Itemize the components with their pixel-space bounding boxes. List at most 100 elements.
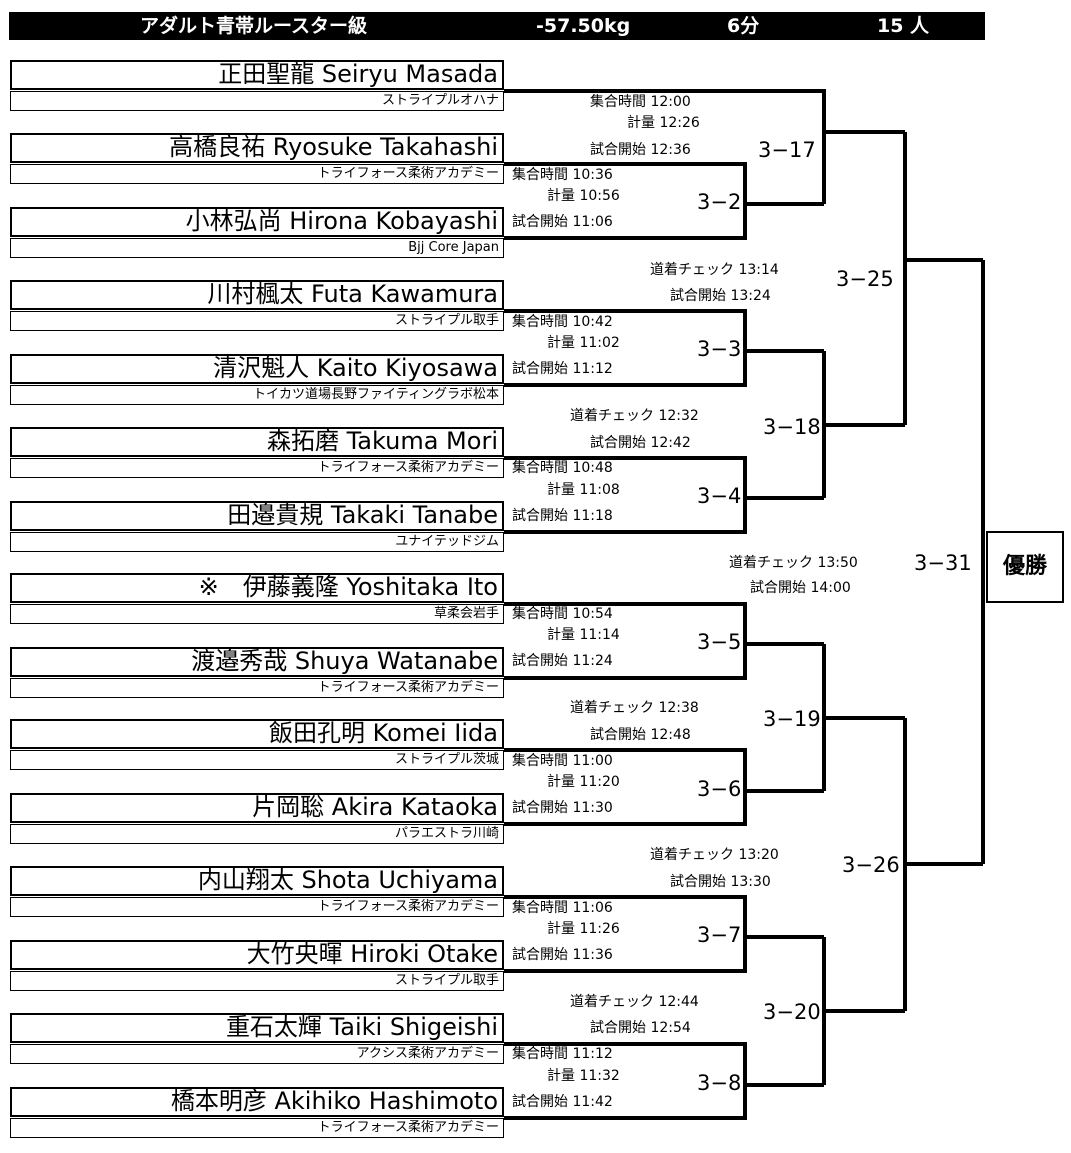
bout-label: 3−31 [914,551,972,575]
competitor-name-box: 内山翔太 Shota Uchiyama [10,866,504,896]
schedule-time: 計量 11:32 [547,1068,620,1084]
schedule-time: 試合開始 12:42 [590,435,691,451]
competitor-name-box: 川村楓太 Futa Kawamura [10,280,504,310]
schedule-time: 試合開始 12:36 [590,142,691,158]
bout-label: 3−7 [697,923,742,947]
schedule-time: 集合時間 10:48 [512,460,613,476]
bracket-line [504,456,747,534]
schedule-time: 道着チェック 13:14 [650,262,779,278]
division-title: アダルト青帯ルースター級 [140,15,368,37]
competitor-name-box: 清沢魁人 Kaito Kiyosawa [10,354,504,384]
competitor-name: 大竹央暉 Hiroki Otake [246,940,498,968]
competitor-team-box: トイカツ道場長野ファイティングラボ松本 [10,385,504,405]
bout-label: 3−3 [697,337,742,361]
competitor-team: トライフォース柔術アカデミー [317,460,499,475]
competitor-team: パラエストラ川崎 [394,826,499,841]
competitor-name-box: 小林弘尚 Hirona Kobayashi [10,207,504,237]
bout-label: 3−18 [763,415,821,439]
header-bar [9,12,985,40]
weight-limit: -57.50kg [536,15,631,37]
competitor-team: ストライプル茨城 [394,752,499,767]
schedule-time: 計量 11:08 [547,482,620,498]
schedule-time: 集合時間 11:00 [512,753,613,769]
competitor-team-box: 草柔会岩手 [10,604,504,624]
competitor-name: 清沢魁人 Kaito Kiyosawa [213,354,498,382]
competitor-team: トイカツ道場長野ファイティングラボ松本 [253,387,499,402]
competitor-team-box: ユナイテッドジム [10,532,504,552]
bout-label: 3−26 [842,853,900,877]
competitor-team-box: トライフォース柔術アカデミー [10,897,504,917]
competitor-name-box: 高橋良祐 Ryosuke Takahashi [10,133,504,163]
schedule-time: 試合開始 11:30 [512,800,613,816]
champion-box: 優勝 [986,531,1064,603]
schedule-time: 計量 11:26 [547,921,620,937]
bracket-line [504,895,747,973]
competitor-team: 草柔会岩手 [433,606,499,621]
competitor-team: トライフォース柔術アカデミー [317,680,499,695]
competitor-team: トライフォース柔術アカデミー [317,1120,499,1135]
competitor-team-box: ストライプル茨城 [10,750,504,770]
bout-label: 3−17 [758,138,816,162]
bracket-line [504,162,747,240]
competitor-name: 小林弘尚 Hirona Kobayashi [185,207,498,235]
schedule-time: 試合開始 14:00 [750,580,851,596]
competitor-name: 田邉貴規 Takaki Tanabe [227,501,498,529]
match-duration: 6分 [727,15,760,37]
competitor-name: ※ 伊藤義隆 Yoshitaka Ito [198,573,498,601]
competitor-team-box: トライフォース柔術アカデミー [10,1118,504,1138]
schedule-time: 計量 12:26 [627,115,700,131]
competitor-team-box: ストライプル取手 [10,971,504,991]
competitor-team: ストライプル取手 [394,973,499,988]
competitor-team-box: Bjj Core Japan [10,238,504,258]
schedule-time: 集合時間 10:36 [512,167,613,183]
schedule-time: 試合開始 13:30 [670,874,771,890]
competitor-team: トライフォース柔術アカデミー [317,166,499,181]
schedule-time: 試合開始 12:54 [590,1020,691,1036]
competitor-name: 重石太輝 Taiki Shigeishi [225,1013,498,1041]
competitor-name: 正田聖龍 Seiryu Masada [218,60,498,88]
schedule-time: 試合開始 11:42 [512,1094,613,1110]
schedule-time: 計量 11:02 [547,335,620,351]
competitor-name-box: 大竹央暉 Hiroki Otake [10,940,504,970]
competitor-team: Bjj Core Japan [408,240,499,255]
bracket-line [504,1042,747,1120]
competitor-name-box: 森拓磨 Takuma Mori [10,427,504,457]
bout-label: 3−4 [697,484,742,508]
competitor-count: 15 人 [877,15,930,37]
schedule-time: 試合開始 12:48 [590,727,691,743]
competitor-team-box: アクシス柔術アカデミー [10,1044,504,1064]
schedule-time: 道着チェック 13:20 [650,847,779,863]
schedule-time: 道着チェック 12:32 [570,408,699,424]
schedule-time: 試合開始 13:24 [670,288,771,304]
schedule-time: 道着チェック 13:50 [729,555,858,571]
competitor-team-box: ストライプル取手 [10,311,504,331]
bout-label: 3−25 [836,267,894,291]
bout-label: 3−2 [697,190,742,214]
schedule-time: 計量 11:20 [547,774,620,790]
bracket-line [504,748,747,826]
competitor-team-box: ストライプルオハナ [10,91,504,111]
bracket-line [504,602,747,680]
schedule-time: 集合時間 12:00 [590,94,691,110]
bout-label: 3−5 [697,630,742,654]
competitor-team: ストライプルオハナ [381,93,499,108]
competitor-name-box: 重石太輝 Taiki Shigeishi [10,1013,504,1043]
competitor-team-box: トライフォース柔術アカデミー [10,678,504,698]
schedule-time: 試合開始 11:18 [512,508,613,524]
schedule-time: 試合開始 11:12 [512,361,613,377]
competitor-team: トライフォース柔術アカデミー [317,899,499,914]
competitor-name-box: 飯田孔明 Komei Iida [10,719,504,749]
competitor-team: ユナイテッドジム [395,534,499,549]
competitor-name-box: ※ 伊藤義隆 Yoshitaka Ito [10,573,504,603]
competitor-name-box: 渡邉秀哉 Shuya Watanabe [10,647,504,677]
competitor-name: 高橋良祐 Ryosuke Takahashi [169,133,498,161]
bracket-line [504,89,826,204]
competitor-name-box: 片岡聡 Akira Kataoka [10,793,504,823]
schedule-time: 集合時間 10:54 [512,606,613,622]
competitor-name-box: 橋本明彦 Akihiko Hashimoto [10,1087,504,1117]
competitor-team: ストライプル取手 [394,313,499,328]
competitor-name: 内山翔太 Shota Uchiyama [197,866,498,894]
schedule-time: 計量 11:14 [547,627,620,643]
competitor-name: 森拓磨 Takuma Mori [266,427,498,455]
